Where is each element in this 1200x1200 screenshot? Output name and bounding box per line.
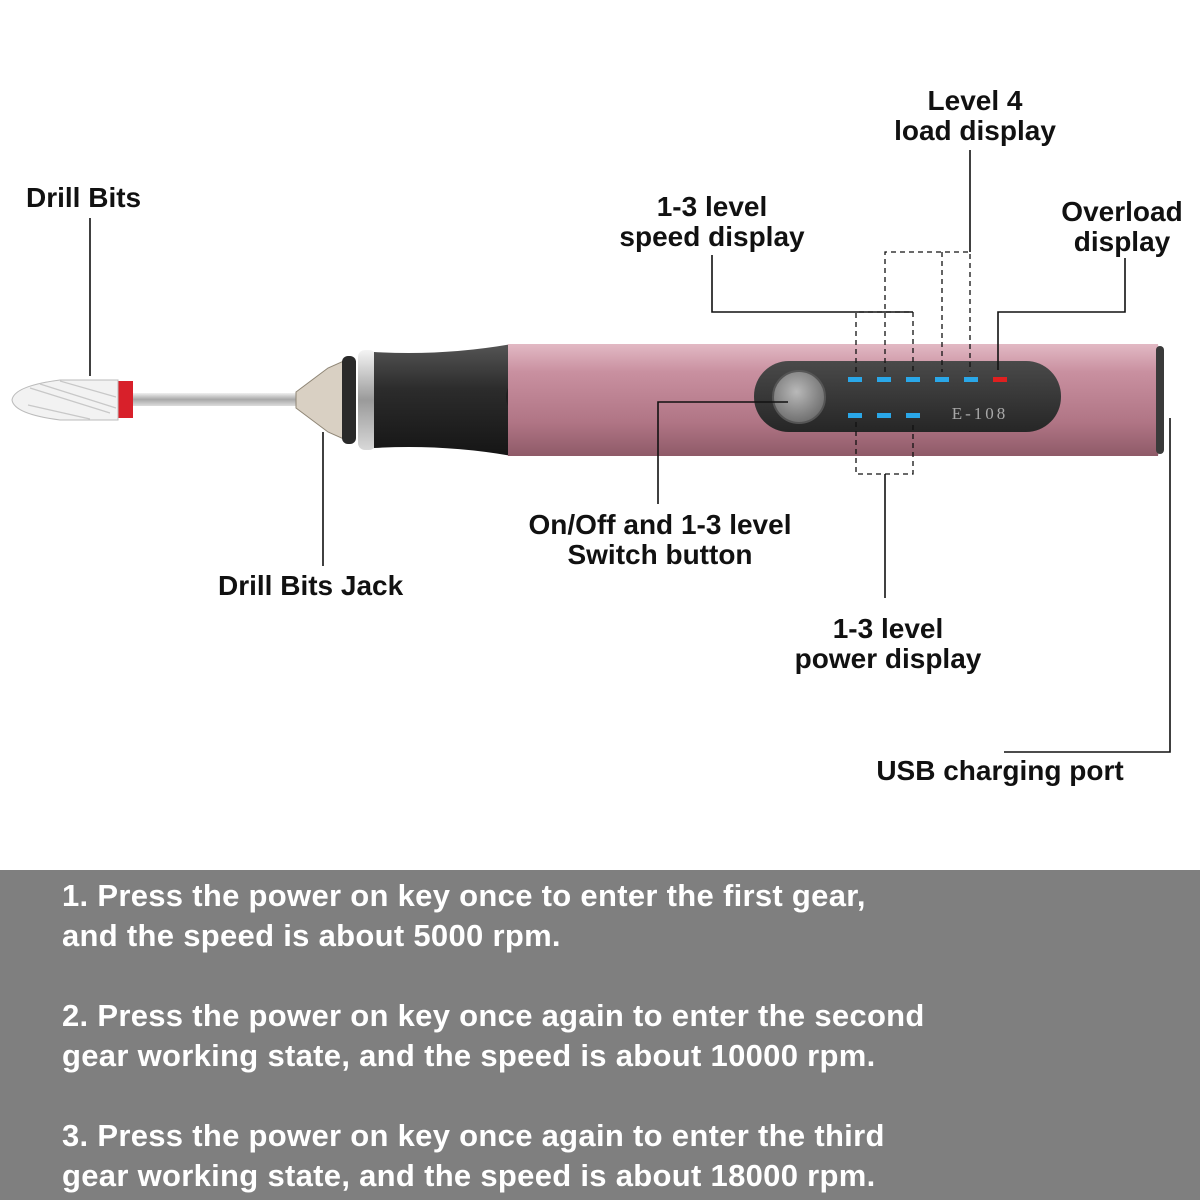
label-power-line1: 1-3 level [832, 613, 944, 644]
drill-bit [11, 379, 296, 421]
leader-lines [89, 150, 1171, 753]
step-3: 3. Press the power on key once again to … [62, 1116, 885, 1196]
label-overload-line1: Overload [1061, 196, 1183, 227]
label-speed-line2: speed display [619, 221, 805, 252]
drill-bits-jack [295, 350, 376, 450]
label-switch-button: On/Off and 1-3 level Switch button [505, 510, 815, 570]
label-usb-text: USB charging port [876, 755, 1124, 786]
speed-led-row [848, 377, 1007, 382]
rubber-grip [374, 344, 512, 456]
control-panel [754, 361, 1061, 432]
label-onoff-line2: Switch button [567, 539, 753, 570]
step-3-line1: 3. Press the power on key once again to … [62, 1118, 885, 1153]
model-number: E-108 [952, 404, 1009, 423]
instructions-panel: 1. Press the power on key once to enter … [0, 870, 1200, 1200]
label-onoff-line1: On/Off and 1-3 level [528, 509, 792, 540]
label-level4-line2: load display [894, 115, 1056, 146]
step-1: 1. Press the power on key once to enter … [62, 876, 866, 956]
label-power-display: 1-3 level power display [780, 614, 996, 674]
label-overload-display: Overload display [1052, 197, 1192, 257]
label-drill-bits-jack: Drill Bits Jack [218, 571, 403, 601]
step-2: 2. Press the power on key once again to … [62, 996, 925, 1076]
power-button[interactable] [772, 370, 826, 424]
step-1-line2: and the speed is about 5000 rpm. [62, 918, 561, 953]
dashed-brackets [855, 251, 971, 475]
label-drill-bits-text: Drill Bits [26, 182, 142, 213]
label-level4-line1: Level 4 [927, 85, 1023, 116]
step-2-line1: 2. Press the power on key once again to … [62, 998, 925, 1033]
power-led-2 [877, 413, 891, 418]
label-drill-bits: Drill Bits [26, 183, 141, 213]
label-overload-line2: display [1073, 226, 1171, 257]
step-1-line1: 1. Press the power on key once to enter … [62, 878, 866, 913]
step-2-line2: gear working state, and the speed is abo… [62, 1038, 876, 1073]
label-level4-load: Level 4 load display [880, 86, 1070, 146]
label-drill-bits-jack-text: Drill Bits Jack [218, 570, 404, 601]
speed-led-2 [877, 377, 891, 382]
power-led-1 [848, 413, 862, 418]
label-power-line2: power display [794, 643, 982, 674]
step-3-line2: gear working state, and the speed is abo… [62, 1158, 876, 1193]
speed-led-1 [848, 377, 862, 382]
load-led-1 [935, 377, 949, 382]
overload-led [993, 377, 1007, 382]
label-speed-display: 1-3 level speed display [604, 192, 820, 252]
speed-led-3 [906, 377, 920, 382]
load-led-2 [964, 377, 978, 382]
label-usb-port: USB charging port [858, 756, 1142, 786]
device-diagram: E-108 [11, 150, 1171, 753]
power-led-3 [906, 413, 920, 418]
power-led-row [848, 413, 920, 418]
label-speed-line1: 1-3 level [656, 191, 768, 222]
end-cap [1156, 346, 1164, 454]
